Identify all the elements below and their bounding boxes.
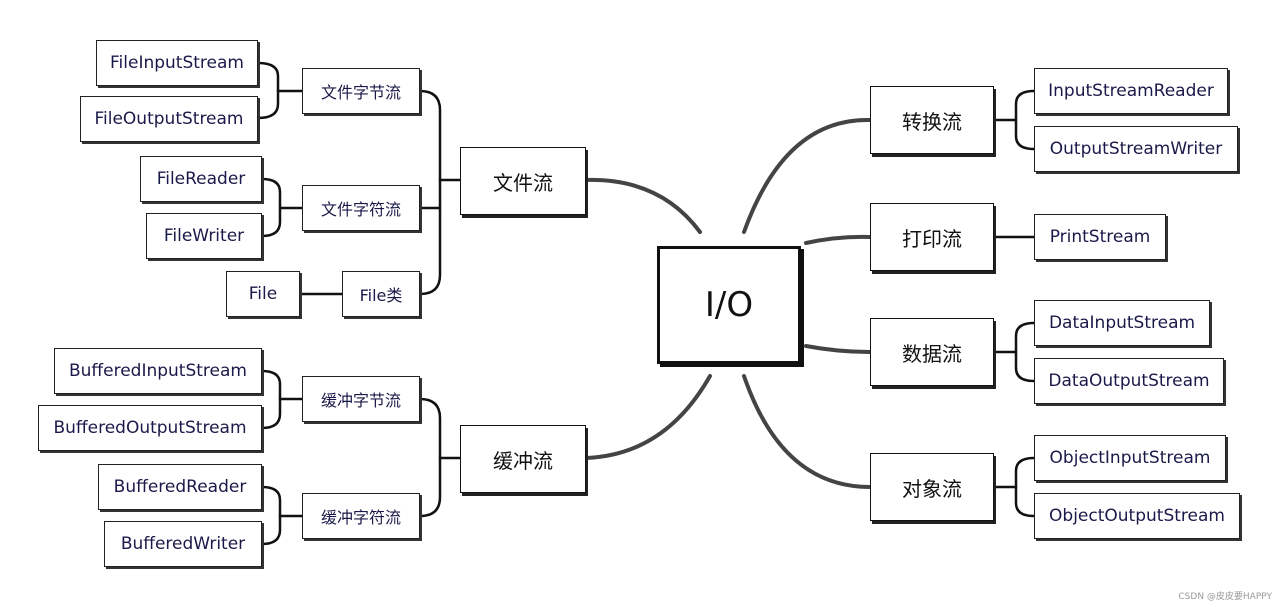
- group-file-byte-stream: 文件字节流: [302, 68, 420, 114]
- group-file-char-stream: 文件字符流: [302, 185, 420, 231]
- leaf-objectoutputstream: ObjectOutputStream: [1034, 493, 1240, 539]
- category-print-stream: 打印流: [870, 203, 994, 271]
- category-convert-stream: 转换流: [870, 86, 994, 154]
- group-file-class: File类: [342, 271, 420, 317]
- leaf-bufferedinputstream: BufferedInputStream: [54, 348, 262, 394]
- leaf-filewriter: FileWriter: [146, 213, 262, 259]
- category-data-stream: 数据流: [870, 318, 994, 386]
- leaf-fileinputstream: FileInputStream: [96, 40, 258, 86]
- group-buffered-char-stream: 缓冲字符流: [302, 493, 420, 539]
- leaf-file: File: [226, 271, 300, 317]
- category-file-stream: 文件流: [460, 147, 586, 215]
- leaf-inputstreamreader: InputStreamReader: [1034, 68, 1228, 114]
- category-buffered-stream: 缓冲流: [460, 425, 586, 493]
- group-buffered-byte-stream: 缓冲字节流: [302, 376, 420, 422]
- leaf-bufferedwriter: BufferedWriter: [104, 521, 262, 567]
- leaf-filereader: FileReader: [140, 156, 262, 202]
- leaf-bufferedoutputstream: BufferedOutputStream: [38, 405, 262, 451]
- watermark-text: CSDN @皮皮要HAPPY: [1178, 592, 1272, 602]
- category-object-stream: 对象流: [870, 453, 994, 521]
- leaf-dataoutputstream: DataOutputStream: [1034, 358, 1224, 404]
- leaf-bufferedreader: BufferedReader: [98, 464, 262, 510]
- leaf-objectinputstream: ObjectInputStream: [1034, 435, 1226, 481]
- leaf-printstream: PrintStream: [1034, 214, 1166, 260]
- leaf-datainputstream: DataInputStream: [1034, 300, 1210, 346]
- leaf-outputstreamwriter: OutputStreamWriter: [1034, 126, 1238, 172]
- center-node-io: I/O: [657, 246, 801, 364]
- leaf-fileoutputstream: FileOutputStream: [80, 96, 258, 142]
